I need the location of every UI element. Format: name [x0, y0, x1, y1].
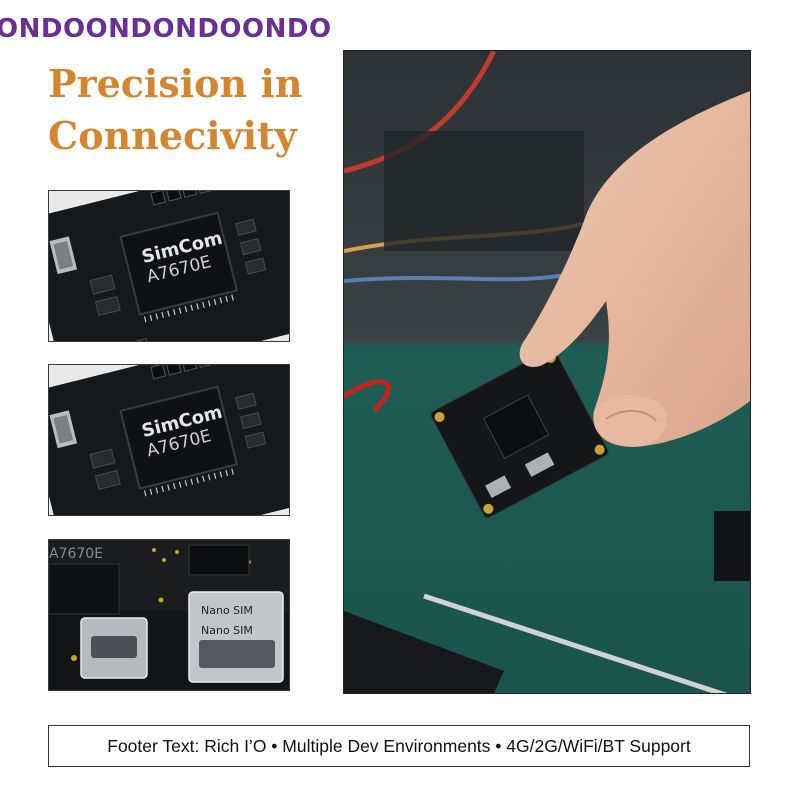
sim-slot-label-1: Nano SIM	[201, 604, 253, 617]
headline: Precision in Connecivity	[48, 58, 338, 162]
sim-slot-label-2: Nano SIM	[201, 624, 253, 637]
chip-label-partial: A7670E	[49, 546, 103, 562]
hand-holding-board-photo	[344, 51, 750, 693]
pcb-board-image: A7670E Nano SIM Nano SIM	[49, 540, 289, 690]
product-thumbnail-2: SimCom A7670E	[48, 364, 290, 516]
hero-photo	[343, 50, 751, 694]
product-thumbnail-1: SimCom A7670E	[48, 190, 290, 342]
footer-bar: Footer Text: Rich I’O • Multiple Dev Env…	[48, 725, 750, 767]
product-thumbnail-3: A7670E Nano SIM Nano SIM	[48, 539, 290, 691]
pcb-board-image: SimCom A7670E	[49, 365, 289, 515]
headline-line-1: Precision in	[48, 61, 303, 106]
brand-strip: ONDOONDONDOONDO	[0, 14, 332, 44]
footer-text: Footer Text: Rich I’O • Multiple Dev Env…	[107, 735, 691, 756]
headline-line-2: Connecivity	[48, 113, 297, 158]
pcb-board-image: SimCom A7670E	[49, 191, 289, 341]
